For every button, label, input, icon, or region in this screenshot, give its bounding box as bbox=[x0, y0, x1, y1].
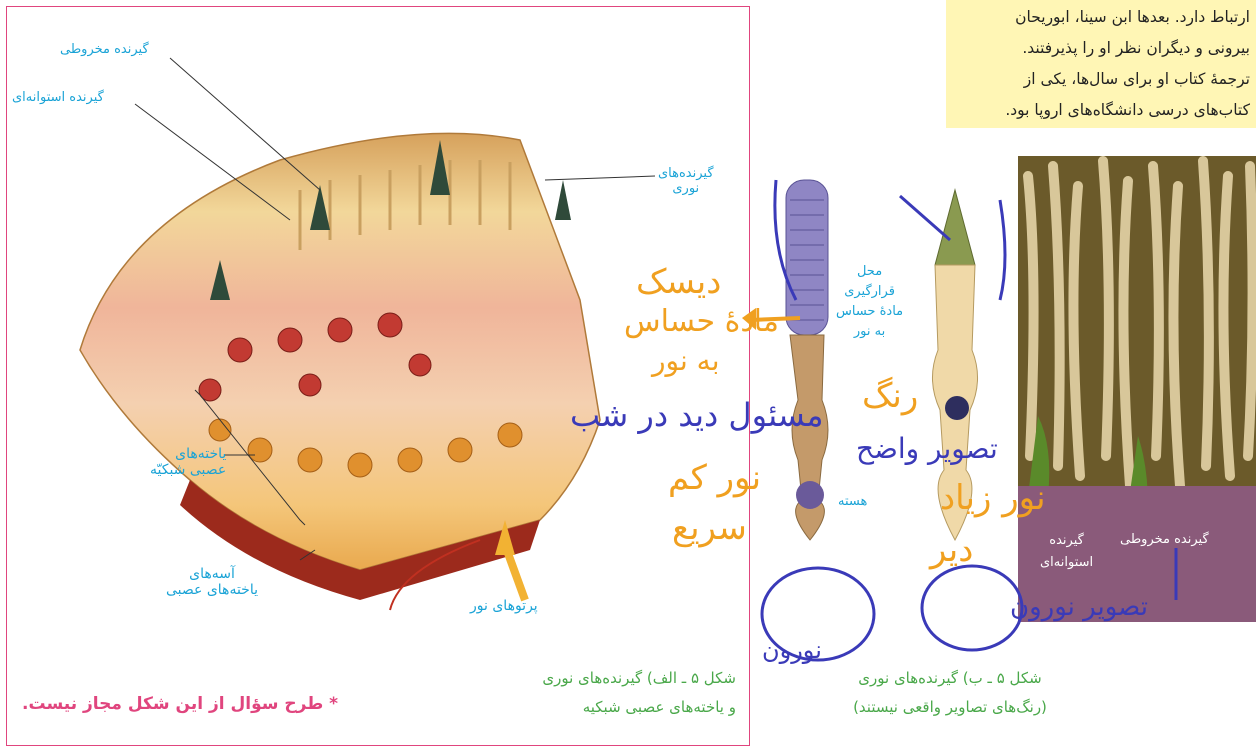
handwriting-strokes bbox=[0, 0, 1256, 752]
